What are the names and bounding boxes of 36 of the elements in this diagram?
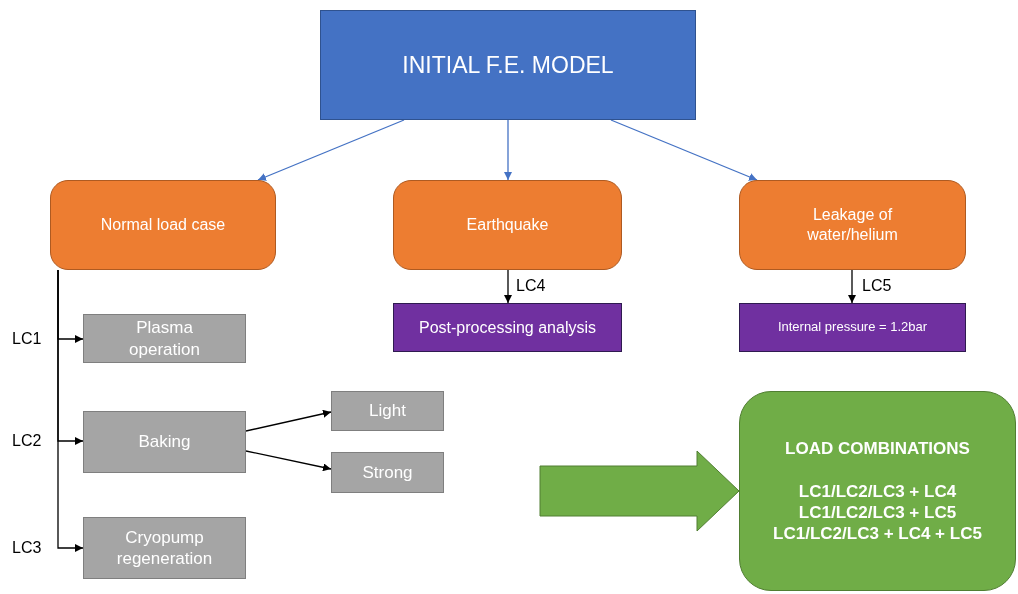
load-case-box bbox=[50, 180, 276, 270]
node-label: Light bbox=[369, 400, 406, 422]
arrow bbox=[245, 409, 332, 432]
analysis-box bbox=[393, 303, 622, 352]
node-label: Post-processing analysis bbox=[419, 317, 596, 338]
sub-case-box bbox=[83, 517, 246, 579]
node-label: Earthquake bbox=[466, 215, 549, 235]
heading: LOAD COMBINATIONS bbox=[785, 437, 970, 459]
arrow bbox=[257, 119, 405, 181]
arrow bbox=[504, 269, 512, 304]
analysis-box bbox=[739, 303, 966, 352]
arrow bbox=[610, 119, 758, 181]
sub-case-box bbox=[331, 452, 444, 493]
arrow bbox=[504, 119, 512, 181]
model-box bbox=[320, 10, 696, 120]
sub-case-box bbox=[83, 411, 246, 473]
node-label: INITIAL F.E. MODEL bbox=[402, 50, 614, 80]
block-arrow bbox=[539, 450, 740, 532]
node-label: Internal pressure = 1.2bar bbox=[777, 319, 928, 336]
sub-case-box bbox=[331, 391, 444, 431]
load-case-box bbox=[739, 180, 966, 270]
arrow bbox=[57, 269, 84, 552]
sub-case-box bbox=[83, 314, 246, 363]
node-label: Leakage of water/helium bbox=[806, 205, 899, 245]
arrow bbox=[848, 269, 856, 304]
node-label: Cryopump regeneration bbox=[115, 526, 214, 570]
node-label: Plasma operation bbox=[128, 317, 201, 360]
node-label: Strong bbox=[362, 461, 413, 484]
combination-formula: LC1/LC2/LC3 + LC4 + LC5 bbox=[773, 523, 982, 545]
combination-formula: LC1/LC2/LC3 + LC4 bbox=[798, 480, 957, 502]
node-label: Baking bbox=[138, 431, 191, 453]
node-label: Normal load case bbox=[100, 215, 226, 235]
combination-formula: LC1/LC2/LC3 + LC5 bbox=[798, 502, 957, 524]
load-combinations-box bbox=[739, 391, 1016, 591]
load-case-box bbox=[393, 180, 622, 270]
arrow bbox=[245, 450, 332, 472]
